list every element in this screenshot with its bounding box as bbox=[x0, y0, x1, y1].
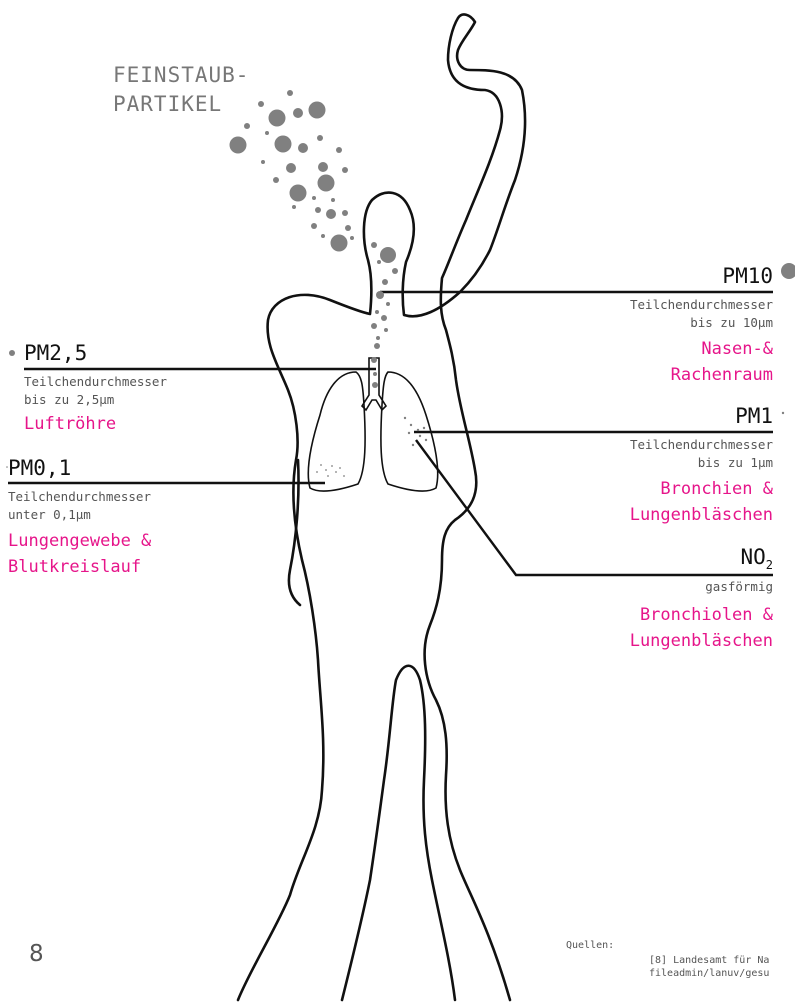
sources-block: [8] Landesamt für Na fileadmin/lanuv/ges… bbox=[649, 954, 795, 980]
particle-heading-line2: PARTIKEL bbox=[113, 90, 249, 119]
sources-label: Quellen: bbox=[566, 939, 614, 952]
pm1-title: PM1 bbox=[630, 404, 773, 428]
particle-heading: FEINSTAUB- PARTIKEL bbox=[113, 61, 249, 119]
source-line1: [8] Landesamt für Na bbox=[649, 954, 795, 967]
pm01-title: PM0,1 bbox=[8, 456, 151, 480]
particle-cloud bbox=[230, 90, 428, 477]
no2-organ2: Lungenbläschen bbox=[630, 628, 773, 654]
pm10-size-dot bbox=[781, 263, 795, 279]
pm1-size-dot bbox=[782, 412, 784, 414]
source-line2: fileadmin/lanuv/gesu bbox=[649, 967, 795, 980]
no2-title-sub: 2 bbox=[766, 558, 773, 572]
pm01-desc2: unter 0,1µm bbox=[8, 506, 151, 524]
pm1-label-group: PM1 Teilchendurchmesser bis zu 1µm Bronc… bbox=[630, 404, 773, 528]
pm10-organ1: Nasen-& bbox=[630, 336, 773, 362]
legs-inner-outline bbox=[342, 666, 455, 1000]
pm25-desc2: bis zu 2,5µm bbox=[24, 391, 167, 409]
pm25-label-group: PM2,5 Teilchendurchmesser bis zu 2,5µm L… bbox=[24, 341, 167, 437]
pm1-organ1: Bronchien & bbox=[630, 476, 773, 502]
no2-label-group: NO2 gasförmig Bronchiolen & Lungenbläsch… bbox=[630, 545, 773, 654]
no2-desc1: gasförmig bbox=[630, 578, 773, 596]
pm25-organ1: Luftröhre bbox=[24, 411, 167, 437]
pm25-title: PM2,5 bbox=[24, 341, 167, 365]
pm25-size-dot bbox=[9, 350, 15, 356]
pm10-label-group: PM10 Teilchendurchmesser bis zu 10µm Nas… bbox=[630, 264, 773, 388]
pm01-desc1: Teilchendurchmesser bbox=[8, 488, 151, 506]
no2-title: NO2 bbox=[630, 545, 773, 572]
pm1-organ2: Lungenbläschen bbox=[630, 502, 773, 528]
no2-organ1: Bronchiolen & bbox=[630, 602, 773, 628]
no2-title-main: NO bbox=[740, 545, 765, 569]
pm25-desc1: Teilchendurchmesser bbox=[24, 373, 167, 391]
pm10-title: PM10 bbox=[630, 264, 773, 288]
pm1-desc2: bis zu 1µm bbox=[630, 454, 773, 472]
pm10-desc1: Teilchendurchmesser bbox=[630, 296, 773, 314]
left-lung bbox=[308, 372, 365, 491]
pm10-organ2: Rachenraum bbox=[630, 362, 773, 388]
pm01-organ1: Lungengewebe & bbox=[8, 528, 151, 554]
particle-heading-line1: FEINSTAUB- bbox=[113, 61, 249, 90]
pm10-desc2: bis zu 10µm bbox=[630, 314, 773, 332]
page-number: 8 bbox=[29, 941, 44, 967]
pm01-organ2: Blutkreislauf bbox=[8, 554, 151, 580]
human-figure-outline bbox=[238, 15, 525, 1000]
pm01-label-group: PM0,1 Teilchendurchmesser unter 0,1µm Lu… bbox=[8, 456, 151, 580]
pm1-desc1: Teilchendurchmesser bbox=[630, 436, 773, 454]
